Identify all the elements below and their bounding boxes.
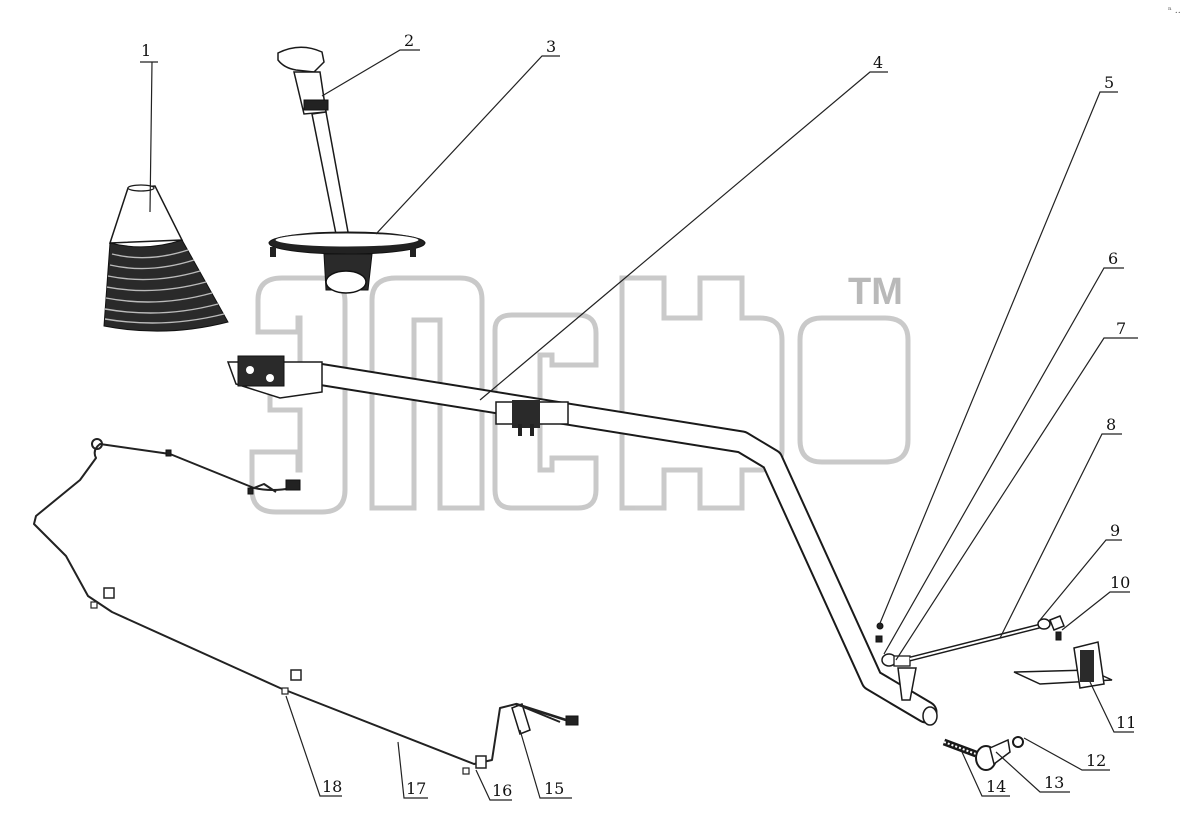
corner-mark: ⁿ ‥ (1168, 6, 1181, 16)
callout-leaders (140, 49, 1138, 801)
callout-5: 5 (1104, 73, 1114, 92)
callout-17: 17 (406, 779, 426, 798)
callout-10: 10 (1110, 573, 1130, 592)
callout-3: 3 (546, 37, 556, 56)
part-13-ball-joint (975, 738, 1011, 771)
part-12-nut (1012, 736, 1024, 748)
part-16-clip (462, 755, 487, 775)
callout-7: 7 (1116, 319, 1126, 338)
callout-14: 14 (986, 777, 1006, 796)
callout-13: 13 (1044, 773, 1064, 792)
callout-8: 8 (1106, 415, 1116, 434)
part-15-connector (511, 702, 579, 735)
callout-18: 18 (322, 777, 342, 796)
part-4-shift-rod (226, 355, 938, 726)
part-1-rubber-boot (103, 184, 229, 332)
callout-4: 4 (873, 53, 883, 72)
part-14-bolt (942, 738, 978, 758)
callout-11: 11 (1116, 713, 1136, 732)
callout-6: 6 (1108, 249, 1118, 268)
callout-15: 15 (544, 779, 564, 798)
callout-16: 16 (492, 781, 512, 800)
callout-2: 2 (404, 31, 414, 50)
part-2-gear-lever (277, 46, 349, 235)
part-11-bracket (1013, 641, 1113, 689)
callout-labels: 1 2 3 4 5 6 7 8 9 10 11 12 13 14 15 16 1… (141, 31, 1136, 800)
callout-9: 9 (1110, 521, 1120, 540)
callout-1: 1 (141, 41, 151, 60)
watermark-logo (249, 275, 911, 515)
part-3-lever-base-plate (268, 231, 426, 294)
callout-12: 12 (1086, 751, 1106, 770)
part-17-wire-harness (33, 438, 561, 765)
trademark-mark: TM (848, 271, 903, 313)
rod-end-hardware (875, 615, 1065, 667)
